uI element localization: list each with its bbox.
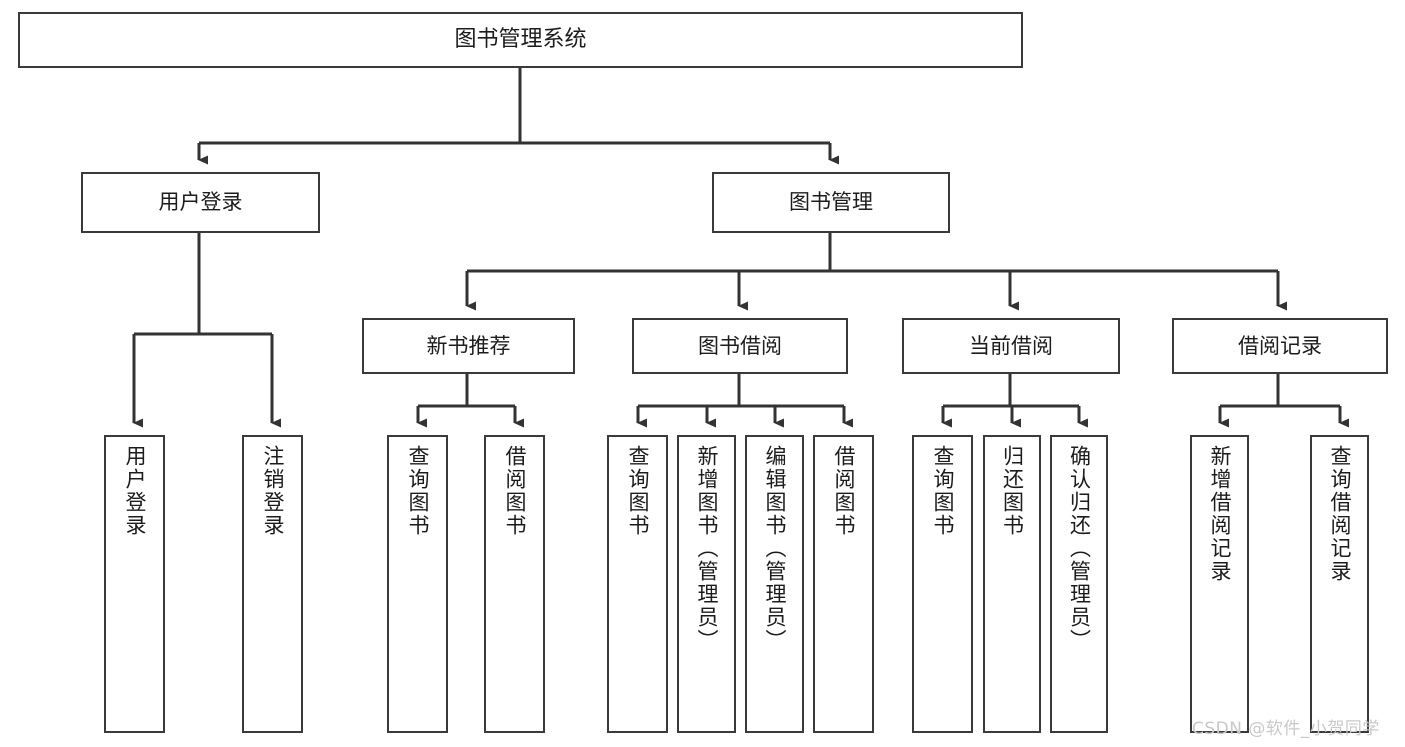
leaf-node[interactable]: 新增图书（管理员） [677,435,736,733]
leaf-node-label: 借阅图书 [503,445,527,537]
node-book-management[interactable]: 图书管理 [712,172,950,233]
node-user-login[interactable]: 用户登录 [81,172,320,233]
node-borrow-records-label: 借阅记录 [1238,333,1322,358]
leaf-node-label: 查询图书 [626,445,650,537]
node-current-borrow-label: 当前借阅 [969,333,1053,358]
leaf-node-label: 注销登录 [261,445,285,537]
leaf-node-label: 借阅图书 [832,445,856,537]
leaf-node[interactable]: 确认归还（管理员） [1050,435,1108,733]
leaf-node-label: 确认归还（管理员） [1067,445,1092,652]
leaf-node[interactable]: 归还图书 [983,435,1041,733]
leaf-node[interactable]: 查询图书 [387,435,448,733]
leaf-node-label: 查询图书 [931,445,955,537]
node-current-borrow[interactable]: 当前借阅 [902,318,1120,374]
node-user-login-label: 用户登录 [158,190,243,215]
leaf-node[interactable]: 编辑图书（管理员） [745,435,804,733]
leaf-node-label: 编辑图书（管理员） [763,445,787,652]
node-book-borrow[interactable]: 图书借阅 [632,318,848,374]
node-root[interactable]: 图书管理系统 [18,12,1023,68]
node-new-book-recommend-label: 新书推荐 [426,333,511,358]
leaf-node-label: 新增图书（管理员） [695,445,719,652]
leaf-node[interactable]: 借阅图书 [484,435,545,733]
leaf-node[interactable]: 新增借阅记录 [1190,435,1249,733]
leaf-node-label: 查询图书 [406,445,430,537]
leaf-node-label: 用户登录 [123,445,147,537]
leaf-node[interactable]: 注销登录 [242,435,303,733]
leaf-node[interactable]: 用户登录 [104,435,165,733]
node-book-borrow-label: 图书借阅 [698,333,782,358]
leaf-node[interactable]: 查询图书 [607,435,668,733]
leaf-node-label: 查询借阅记录 [1328,445,1352,583]
node-root-label: 图书管理系统 [454,27,587,53]
leaf-node-label: 新增借阅记录 [1208,445,1232,583]
leaf-node[interactable]: 查询借阅记录 [1310,435,1369,733]
leaf-node[interactable]: 借阅图书 [813,435,874,733]
leaf-node[interactable]: 查询图书 [912,435,973,733]
node-new-book-recommend[interactable]: 新书推荐 [362,318,575,374]
node-book-management-label: 图书管理 [789,190,873,215]
node-borrow-records[interactable]: 借阅记录 [1172,318,1388,374]
leaf-node-label: 归还图书 [1000,445,1025,537]
